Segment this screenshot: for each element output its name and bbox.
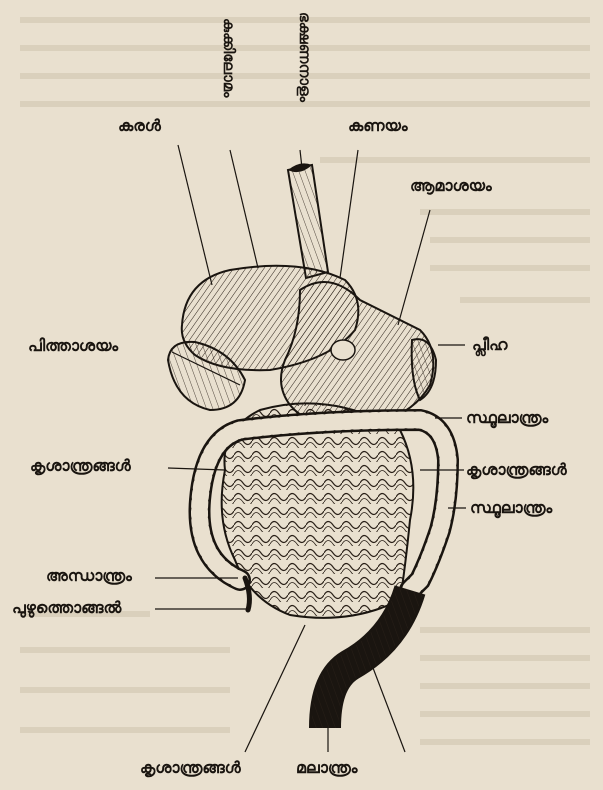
esophagus-shape [288, 165, 328, 278]
label-rectum: മലാന്ത്രം [296, 760, 357, 776]
label-large-intestine-top: സ്ഥൂലാന്ത്രം [466, 410, 548, 426]
label-small-intestine-left: കൃശാന്ത്രങ്ങൾ [30, 458, 131, 474]
appendix-shape [245, 578, 249, 610]
label-cardia: കണയം [348, 118, 408, 134]
label-large-intestine-right: സ്ഥൂലാന്ത്രം [470, 500, 552, 516]
label-appendix: പുഴുത്തൊങ്ങൽ [12, 600, 121, 616]
label-gallbladder: പിത്താശയം [28, 338, 118, 354]
label-small-intestine-bottom: കൃശാന്ത്രങ്ങൾ [140, 760, 241, 776]
label-stomach: ആമാശയം [410, 178, 492, 194]
label-caecum: അന്ധാന്ത്രം [46, 568, 132, 584]
label-spleen: പ്ലീഹ [472, 337, 508, 353]
label-pancreas: കുക്കിലോമം [221, 18, 236, 97]
label-small-intestine-right: കൃശാന്ത്രങ്ങൾ [466, 462, 567, 478]
label-liver: കരൾ [118, 118, 161, 134]
label-esophagus: ഭക്ഷണനാളം [297, 12, 312, 102]
stomach-shape [281, 282, 433, 426]
